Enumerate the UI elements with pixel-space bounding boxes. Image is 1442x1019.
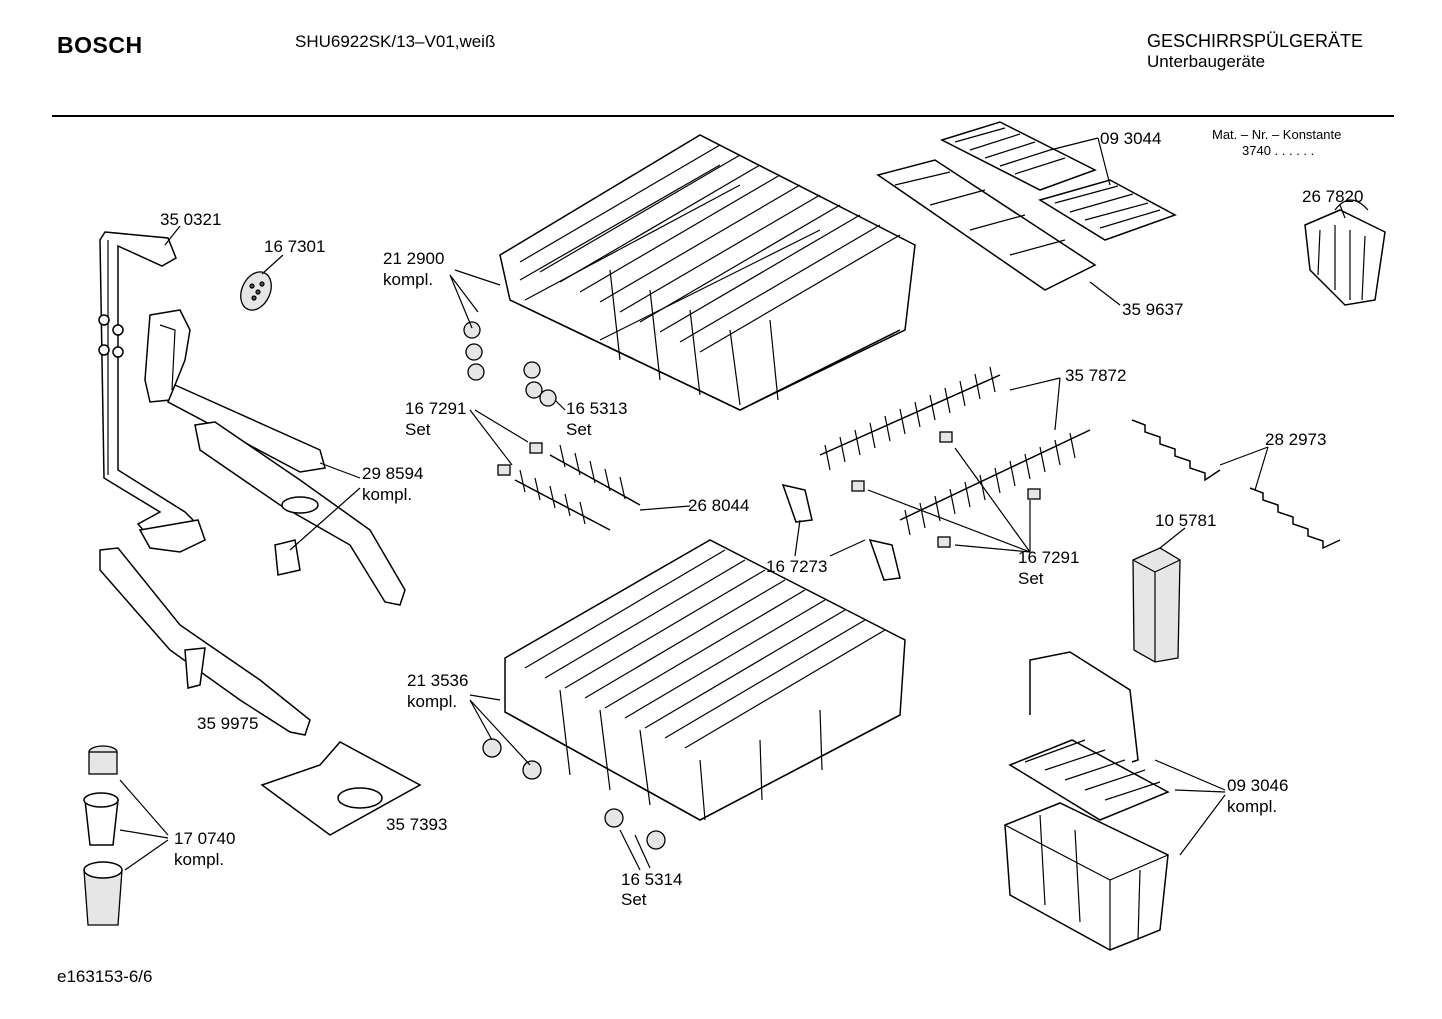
part-note-212900: kompl. [383, 270, 434, 289]
part-note-170740: kompl. [174, 850, 225, 869]
part-label-282973: 28 2973 [1265, 430, 1327, 449]
cutlery-cup-drawing [1132, 547, 1181, 663]
part-label-093046: 09 3046 [1227, 776, 1289, 795]
part-label-298594: 29 8594 [362, 464, 424, 483]
clips-drawing [497, 431, 1041, 581]
part-label-357393: 35 7393 [386, 815, 448, 834]
part-note-167291-lower: Set [1018, 569, 1044, 588]
cup-rack-frame-drawing [876, 159, 1097, 291]
stair-insert-drawing [1131, 419, 1341, 550]
part-label-359975: 35 9975 [197, 714, 259, 733]
part-note-165314: Set [621, 890, 647, 909]
part-note-093046: kompl. [1227, 797, 1278, 816]
part-label-167301: 16 7301 [264, 237, 326, 256]
part-label-357872: 35 7872 [1065, 366, 1127, 385]
model-number: SHU6922SK/13–V01,weiß [295, 32, 496, 51]
cutlery-basket-small-drawing [1304, 199, 1386, 306]
part-label-268044: 26 8044 [688, 496, 750, 515]
part-note-298594: kompl. [362, 485, 413, 504]
category-title: GESCHIRRSPÜLGERÄTE [1147, 31, 1364, 51]
part-label-267820: 26 7820 [1302, 187, 1364, 206]
part-label-167273: 16 7273 [766, 557, 828, 576]
part-note-167291-upper: Set [405, 420, 431, 439]
part-label-213536: 21 3536 [407, 671, 469, 690]
spray-pipe-drawing [98, 231, 206, 553]
part-label-350321: 35 0321 [160, 210, 222, 229]
part-note-165313: Set [566, 420, 592, 439]
lower-spray-arm-drawing [99, 547, 311, 736]
part-label-165313: 16 5313 [566, 399, 628, 418]
document-id: e163153-6/6 [57, 967, 153, 986]
upper-spray-arm-drawing [194, 421, 406, 606]
upper-basket-drawing [463, 134, 916, 411]
part-label-167291-lower: 16 7291 [1018, 548, 1080, 567]
header-divider [52, 115, 1394, 117]
leader-lines [119, 137, 1346, 871]
part-label-093044: 09 3044 [1100, 129, 1162, 148]
mat-nr-label: Mat. – Nr. – Konstante [1212, 127, 1342, 142]
mat-nr-value: 3740 . . . . . . [1242, 143, 1315, 158]
part-label-359637: 35 9637 [1122, 300, 1184, 319]
tine-rows-drawing [514, 366, 1091, 536]
cup-rack-drawing [940, 121, 1177, 241]
part-note-213536: kompl. [407, 692, 458, 711]
filter-cap-drawing [240, 271, 272, 311]
part-label-170740: 17 0740 [174, 829, 236, 848]
part-label-167291-upper: 16 7291 [405, 399, 467, 418]
filter-set-drawing [83, 745, 123, 926]
part-label-105781: 10 5781 [1155, 511, 1217, 530]
part-label-212900: 21 2900 [383, 249, 445, 268]
cover-plate-drawing [260, 741, 422, 836]
brand-logo: BOSCH [57, 32, 143, 58]
part-label-165314: 16 5314 [621, 870, 683, 889]
lower-basket-drawing [482, 539, 906, 850]
spray-holder-drawing [144, 309, 326, 473]
subcategory-title: Unterbaugeräte [1147, 52, 1266, 71]
cutlery-basket-large-drawing [1004, 651, 1170, 951]
